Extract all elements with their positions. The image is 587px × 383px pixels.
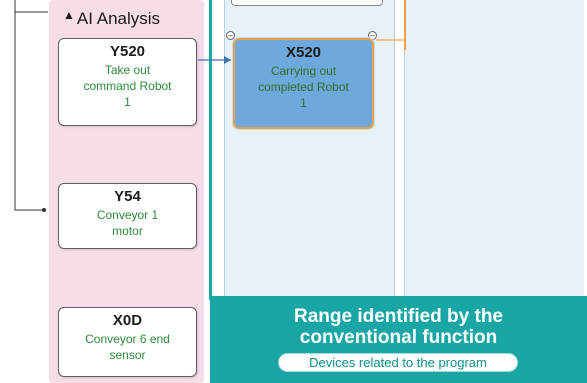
description-line: Conveyor 6 end xyxy=(85,332,170,346)
device-code: X0D xyxy=(112,312,143,329)
cube-icon: ▲ xyxy=(63,8,75,22)
description-line: Carrying out xyxy=(270,64,337,78)
description-line: completed Robot xyxy=(258,80,349,94)
description-line: Take out xyxy=(104,63,151,77)
minus-circle-icon[interactable]: − xyxy=(226,31,235,40)
banner-title: Range identified by the conventional fun… xyxy=(210,306,587,348)
device-node-y54[interactable]: Y54 Conveyor 1 motor xyxy=(58,183,197,249)
banner-title-line: conventional function xyxy=(299,327,498,348)
description-line: Conveyor 1 xyxy=(96,208,159,222)
partial-node-top[interactable] xyxy=(231,0,383,6)
description-line: 1 xyxy=(124,95,131,109)
device-node-x0d[interactable]: X0D Conveyor 6 end sensor xyxy=(58,307,197,377)
ai-analysis-title: AI Analysis xyxy=(76,9,161,28)
device-node-y520[interactable]: Y520 Take out command Robot 1 xyxy=(58,38,197,126)
description-line: sensor xyxy=(109,348,146,362)
device-code: Y54 xyxy=(114,188,141,205)
connection-line xyxy=(404,0,406,50)
range-caption-banner: Range identified by the conventional fun… xyxy=(210,296,587,383)
device-description: Take out command Robot 1 xyxy=(59,62,196,110)
device-description: Carrying out completed Robot 1 xyxy=(235,63,372,111)
banner-title-line: Range identified by the xyxy=(293,306,504,327)
device-code: Y520 xyxy=(109,43,146,60)
description-line: motor xyxy=(112,224,143,238)
ai-analysis-header: ▲ AI Analysis xyxy=(63,8,161,29)
device-description: Conveyor 6 end sensor xyxy=(59,331,196,363)
description-line: 1 xyxy=(300,96,307,110)
device-code: X520 xyxy=(285,44,322,61)
device-node-x520[interactable]: X520 Carrying out completed Robot 1 xyxy=(233,38,374,129)
range-divider-line xyxy=(209,0,212,300)
description-line: command Robot xyxy=(83,79,172,93)
device-description: Conveyor 1 motor xyxy=(59,207,196,239)
banner-tag: Devices related to the program xyxy=(278,353,518,372)
